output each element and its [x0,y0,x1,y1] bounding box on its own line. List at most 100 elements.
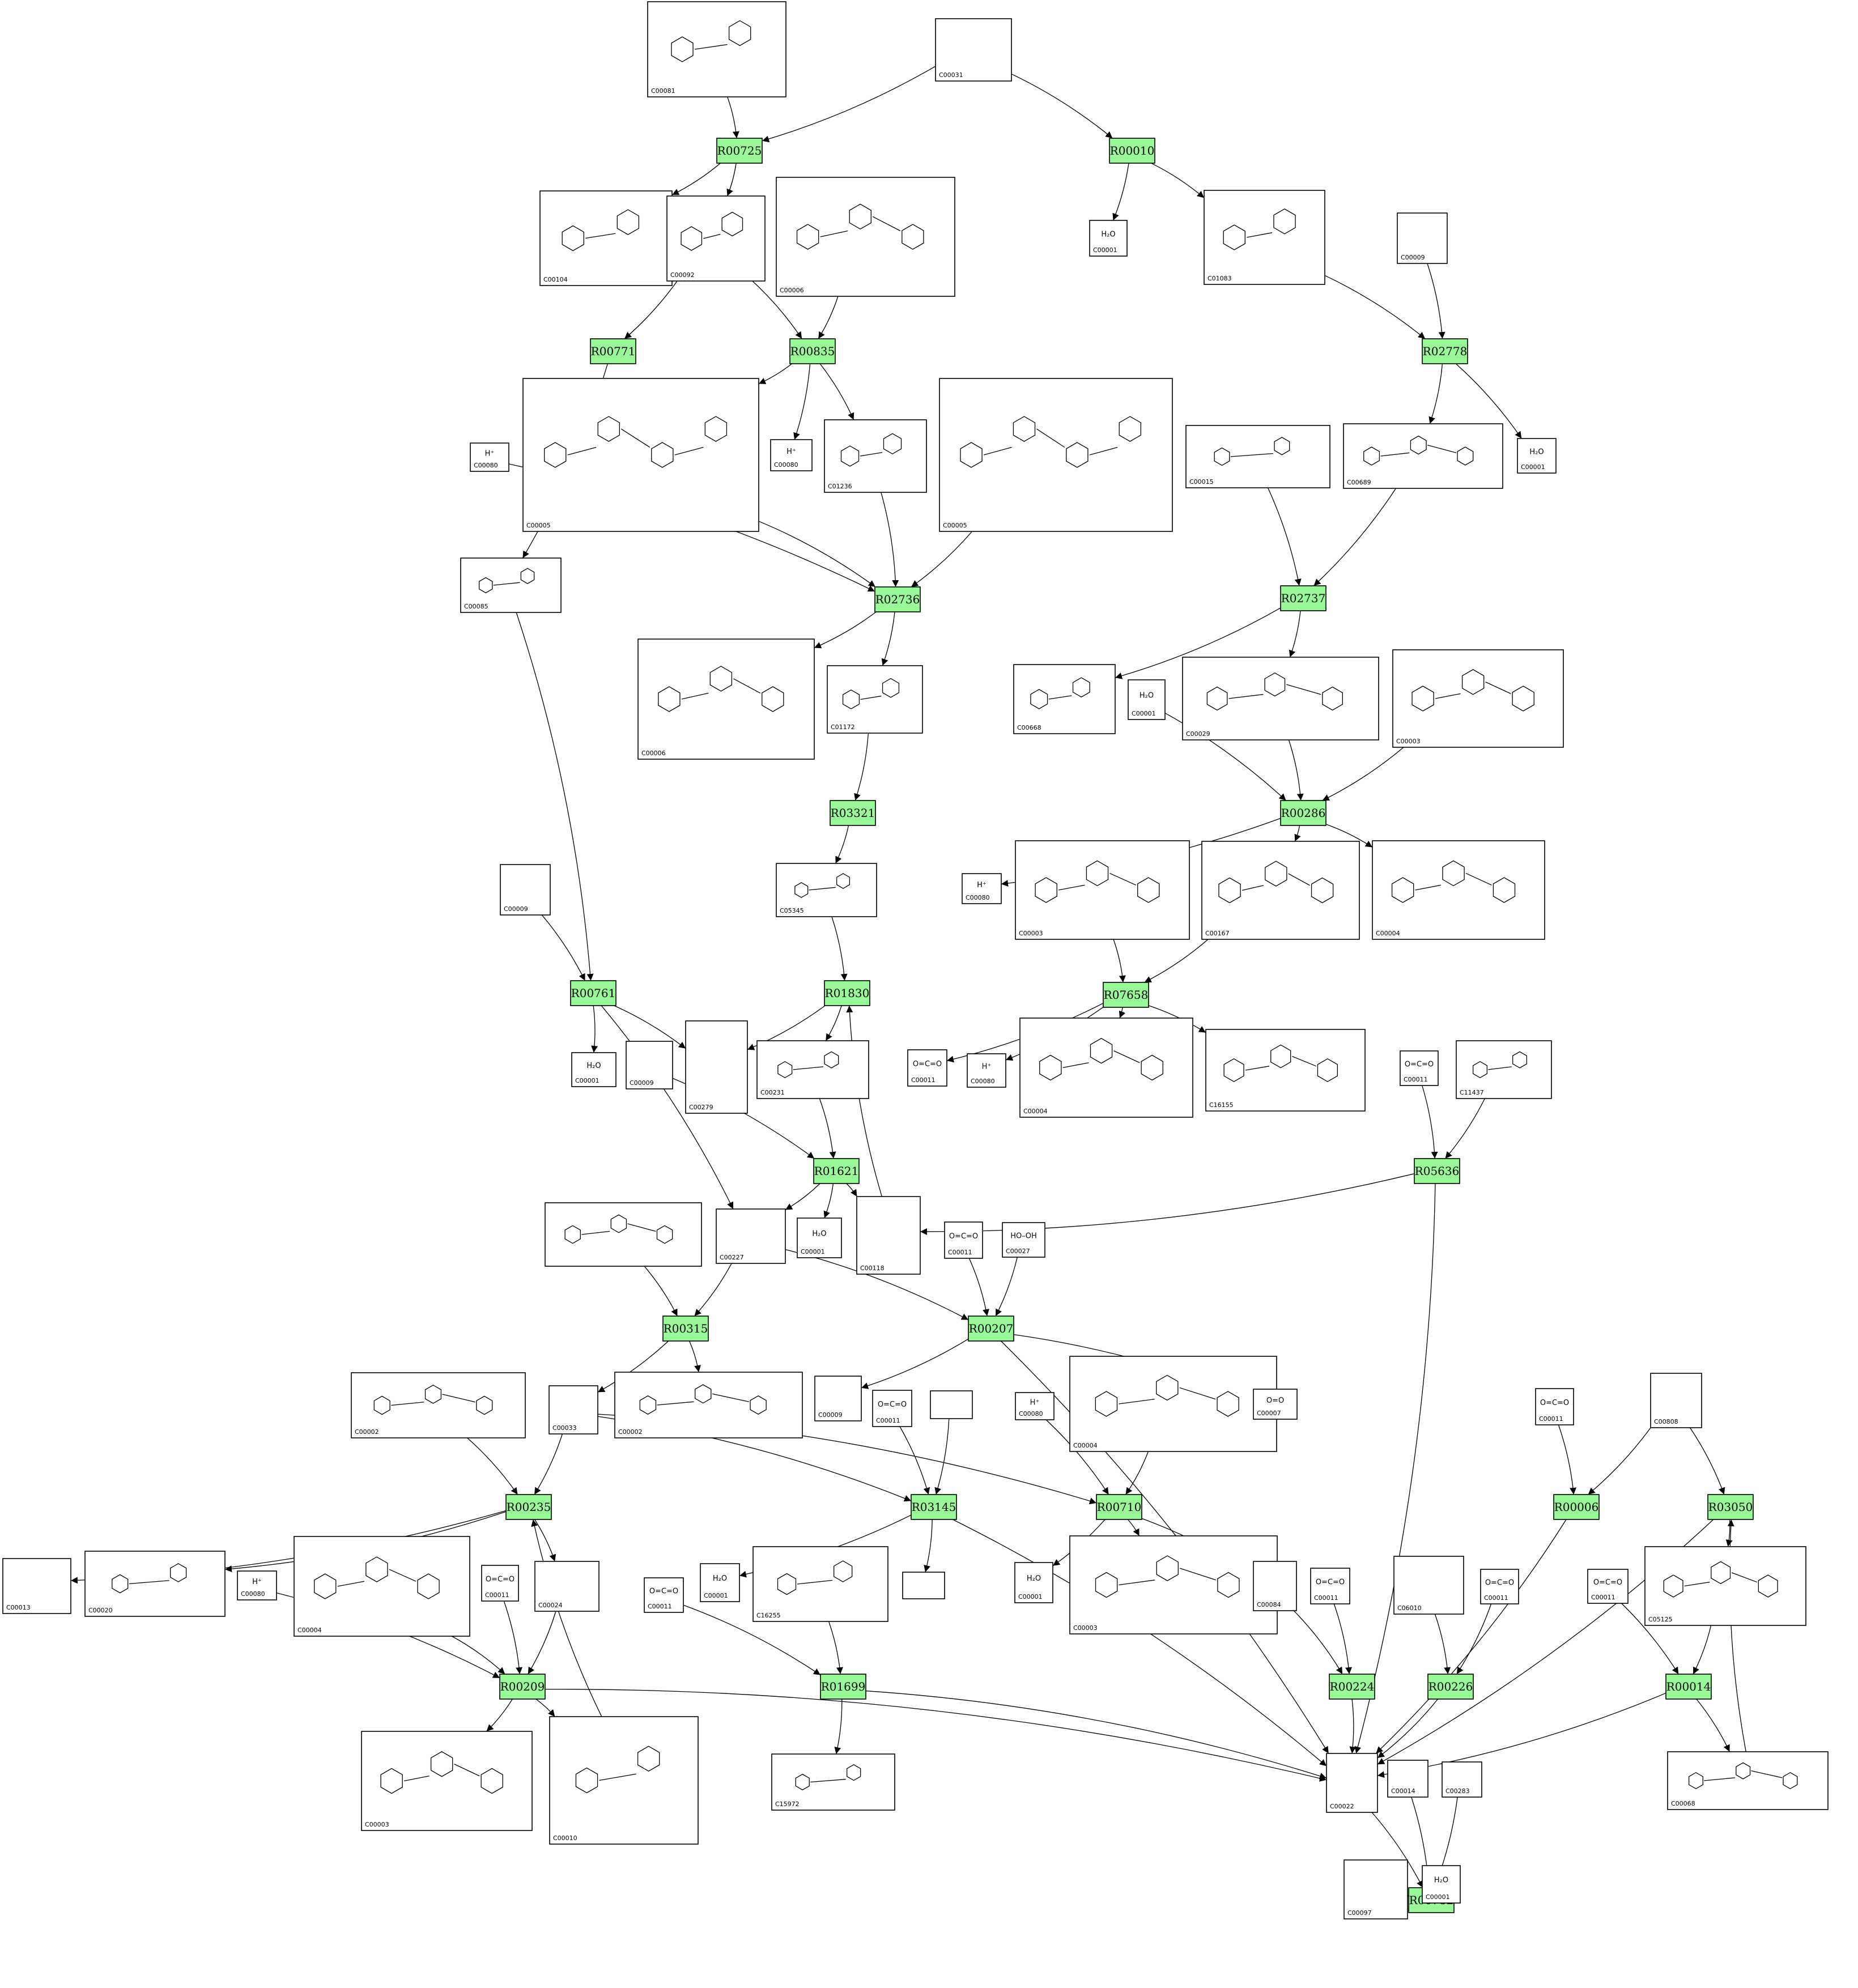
compound-node-c00020[interactable]: C00020 [84,1551,226,1617]
compound-node-c00003[interactable]: C00003 [361,1731,533,1831]
compound-node-c00004[interactable]: C00004 [1372,840,1545,940]
reaction-node-r00006[interactable]: R00006 [1553,1494,1600,1520]
reaction-node-r02737[interactable]: R02737 [1280,585,1326,611]
compound-node-c00009[interactable]: C00009 [1397,212,1448,264]
reaction-node-r03050[interactable]: R03050 [1707,1494,1754,1520]
compound-node-c00118[interactable]: C00118 [856,1196,921,1275]
compound-node-c05125[interactable]: C05125 [1644,1546,1806,1626]
compound-node-c16155[interactable]: C16155 [1205,1029,1366,1112]
compound-node-c00004[interactable]: C00004 [1069,1356,1277,1452]
compound-node-c00033[interactable]: C00033 [549,1385,598,1434]
compound-node-c00002[interactable] [545,1202,702,1267]
reaction-node-r00207[interactable]: R00207 [968,1316,1014,1342]
compound-node-c15972[interactable]: C15972 [771,1753,895,1811]
compound-node-c00009[interactable]: C00009 [814,1376,862,1421]
compound-node-c00010[interactable]: C00010 [549,1716,699,1845]
compound-node-c00003[interactable]: C00003 [1392,649,1564,748]
compound-node-c00080[interactable]: H⁺C00080 [967,1053,1006,1088]
compound-node-c00668[interactable]: C00668 [1013,664,1116,734]
reaction-node-r00771[interactable]: R00771 [590,338,636,364]
compound-node-c00002[interactable]: C00002 [351,1372,526,1438]
compound-node-unlabeled[interactable] [902,1572,945,1599]
compound-node-c00085[interactable]: C00085 [460,557,562,613]
reaction-node-r00014[interactable]: R00014 [1665,1674,1712,1700]
reaction-node-r00226[interactable]: R00226 [1427,1674,1474,1700]
compound-node-c00080[interactable]: H⁺C00080 [962,873,1002,904]
reaction-node-r05636[interactable]: R05636 [1414,1158,1460,1184]
reaction-node-r00224[interactable]: R00224 [1329,1674,1375,1700]
reaction-node-r07658[interactable]: R07658 [1103,982,1149,1008]
compound-node-c05345[interactable]: C05345 [776,863,877,917]
compound-node-c00231[interactable]: C00231 [756,1040,869,1099]
compound-node-c00004[interactable]: C00004 [294,1536,470,1637]
compound-node-c00080[interactable]: H⁺C00080 [770,439,813,471]
compound-node-c00097[interactable]: C00097 [1343,1859,1408,1919]
compound-node-c00092[interactable]: C00092 [666,195,766,282]
compound-node-c01236[interactable]: C01236 [824,419,927,493]
reaction-node-r01699[interactable]: R01699 [820,1674,866,1700]
compound-node-c00068[interactable]: C00068 [1667,1751,1829,1810]
reaction-node-r03321[interactable]: R03321 [830,800,876,826]
reaction-node-r00209[interactable]: R00209 [499,1674,546,1700]
compound-node-c00080[interactable]: H⁺C00080 [470,442,509,472]
compound-node-c16255[interactable]: C16255 [752,1546,888,1622]
reaction-node-r00010[interactable]: R00010 [1109,138,1155,164]
compound-node-c11437[interactable]: C11437 [1456,1040,1552,1099]
compound-node-c00015[interactable]: C00015 [1185,425,1330,488]
reaction-node-r00835[interactable]: R00835 [789,338,836,364]
compound-node-c00031[interactable]: C00031 [935,18,1012,82]
reaction-node-r00315[interactable]: R00315 [662,1316,709,1342]
compound-node-c00283[interactable]: C00283 [1442,1761,1482,1798]
compound-node-c00009[interactable]: C00009 [500,864,551,916]
compound-node-c00013[interactable]: C00013 [2,1558,71,1614]
compound-node-c00002[interactable]: C00002 [614,1372,803,1438]
compound-node-c00024[interactable]: C00024 [534,1561,600,1612]
compound-node-unlabeled[interactable] [930,1390,973,1419]
compound-node-c01083[interactable]: C01083 [1204,190,1325,285]
reaction-node-r02778[interactable]: R02778 [1422,338,1468,364]
reaction-node-r00235[interactable]: R00235 [505,1494,552,1520]
compound-node-c00006[interactable]: C00006 [776,177,955,297]
compound-node-c00022[interactable]: C00022 [1326,1753,1378,1813]
compound-node-c00003[interactable]: C00003 [1015,840,1190,940]
compound-node-c00005[interactable]: C00005 [939,378,1173,532]
reaction-node-r00761[interactable]: R00761 [570,980,617,1006]
reaction-node-r01830[interactable]: R01830 [824,980,870,1006]
compound-node-c00104[interactable]: C00104 [539,190,673,286]
reaction-node-r03145[interactable]: R03145 [911,1494,957,1520]
compound-node-c00227[interactable]: C00227 [716,1208,786,1264]
compound-node-c00167[interactable]: C00167 [1201,841,1360,940]
compound-node-c00080[interactable]: H⁺C00080 [1015,1392,1055,1420]
compound-node-c01172[interactable]: C01172 [827,665,923,734]
compound-node-c00014[interactable]: C00014 [1387,1760,1428,1798]
reaction-node-r02736[interactable]: R02736 [874,586,921,612]
compound-node-c00003[interactable]: C00003 [1069,1535,1278,1634]
compound-node-c00080[interactable]: H⁺C00080 [237,1570,277,1600]
compound-node-c00009[interactable]: C00009 [626,1041,673,1089]
compound-node-c00084[interactable]: C00084 [1253,1561,1297,1611]
reaction-node-r00710[interactable]: R00710 [1096,1494,1142,1520]
compound-node-c00081[interactable]: C00081 [647,1,786,97]
reaction-node-r00286[interactable]: R00286 [1280,800,1326,826]
compound-node-c00808[interactable]: C00808 [1650,1373,1702,1428]
compound-node-c00006[interactable]: C00006 [637,638,815,760]
compound-node-c00029[interactable]: C00029 [1182,657,1379,740]
reaction-node-r01621[interactable]: R01621 [813,1158,860,1184]
